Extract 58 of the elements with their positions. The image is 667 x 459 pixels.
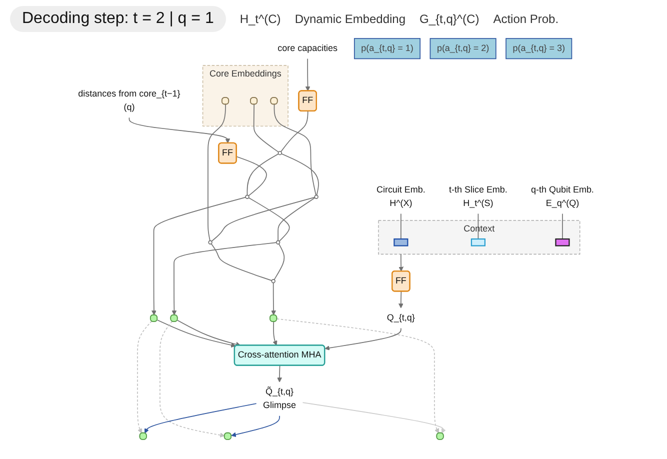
label-text: Dynamic Embedding [294,12,406,26]
arrow [277,365,282,382]
connector [211,196,316,242]
node-text: core capacities [278,44,338,54]
arrow [152,196,246,316]
connector [400,213,402,240]
node-text: q-th Qubit Emb. E_q^(Q) [531,185,594,208]
node-text: Q_{t,q} [386,313,415,323]
node-text: Circuit Emb. H^(X) [376,185,426,208]
connector [274,104,316,196]
arrow [172,242,277,316]
cluster [378,220,580,254]
node-circle [278,150,282,156]
arrow [128,117,230,144]
cluster [202,65,288,126]
connector [274,243,285,280]
node-text: Q̃_{t,q} [266,387,294,397]
connector [210,243,272,281]
arrow [276,318,440,434]
arrow [231,416,280,438]
node-bar [555,238,570,246]
label-text: G_{t,q}^(C) [420,12,480,26]
node-circle [208,240,212,244]
arrow [176,320,241,347]
connector [246,153,279,196]
connector [236,156,267,196]
arrow [324,328,402,350]
node-circle [245,194,250,199]
arrow [305,58,310,92]
arrow [271,282,276,316]
connector [253,104,279,153]
arrow [144,403,257,434]
node-box [354,38,421,60]
connector [280,110,308,152]
arrow [398,291,404,308]
node-box [430,38,496,60]
connector [248,197,290,242]
node-bar [394,238,408,246]
connector [562,213,563,240]
arrow [156,320,236,348]
node-bar [470,238,486,246]
title-pill: Decoding step: t = 2 | q = 1 [10,6,226,32]
node-text: distances from core_{t−1}(q) [78,89,180,112]
arrow [272,321,278,346]
arrow [160,320,225,438]
node-circle [271,279,276,284]
connector [278,197,316,242]
connector [208,104,226,242]
connector [281,153,319,196]
arrow [398,254,404,272]
arrow [137,320,152,434]
label-text: Action Prob. [493,12,559,26]
arrow [302,402,446,434]
label-text: H_t^(C) [240,12,281,26]
node-box [506,38,572,60]
node-circle [276,240,280,244]
node-text: t-th Slice Emb. H_t^(S) [448,185,508,208]
node-circle [314,194,318,199]
